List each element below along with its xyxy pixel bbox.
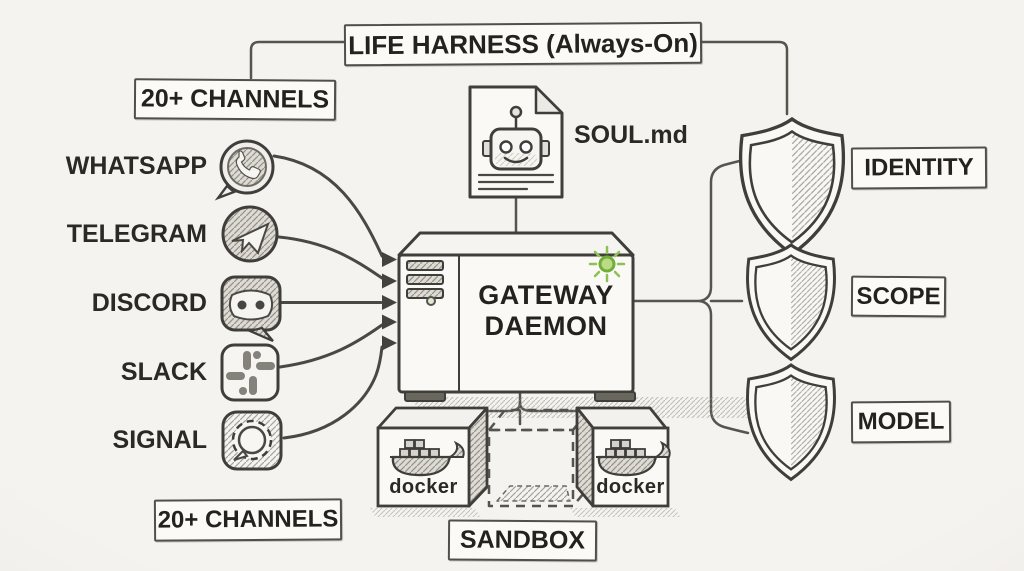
shield-icon xyxy=(738,117,846,256)
shield-icon xyxy=(745,363,837,481)
robot-icon xyxy=(482,105,550,171)
arrowhead-icon xyxy=(382,335,397,351)
server-vent-slots xyxy=(406,260,444,299)
channel-label-slack: SLACK xyxy=(120,358,207,386)
docker-cube-icon xyxy=(575,406,671,508)
green-led-icon xyxy=(588,245,626,283)
gateway-server xyxy=(397,231,636,402)
channels-badge-top: 20+ CHANNELS xyxy=(133,78,337,121)
shield-label-model-box: MODEL xyxy=(850,400,952,444)
shield-label-scope: SCOPE xyxy=(856,282,941,310)
arrowhead-icon xyxy=(382,252,397,267)
server-foot xyxy=(404,391,446,402)
ghost-cube-icon xyxy=(487,408,591,508)
shield-icon xyxy=(745,243,837,361)
document-text-lines xyxy=(477,173,555,191)
soul-file-label: SOUL.md xyxy=(574,121,688,149)
telegram-icon xyxy=(221,205,279,263)
brace-upper xyxy=(698,157,750,303)
docker-wordmark: docker xyxy=(389,476,458,498)
server-foot xyxy=(594,391,636,402)
sandbox-label-box: SANDBOX xyxy=(447,519,598,562)
small-led-icon xyxy=(426,296,436,306)
title-box: LIFE HARNESS (Always-On) xyxy=(343,21,703,67)
channel-arrow xyxy=(272,154,384,258)
signal-icon xyxy=(221,410,283,471)
whatsapp-icon xyxy=(214,139,275,201)
shield-label-scope-box: SCOPE xyxy=(850,275,947,318)
arrowhead-icon xyxy=(382,314,397,330)
connector-title-to-shields xyxy=(695,40,789,116)
cube-shadow xyxy=(570,508,680,517)
shield-label-model: MODEL xyxy=(857,407,945,436)
arrowhead-icon xyxy=(382,273,397,289)
channel-arrow xyxy=(282,345,384,440)
brace-lower xyxy=(698,299,750,435)
slack-icon xyxy=(220,343,280,402)
channel-label-whatsapp: WHATSAPP xyxy=(65,152,207,180)
channel-label-telegram: TELEGRAM xyxy=(66,220,207,248)
page-title: LIFE HARNESS (Always-On) xyxy=(348,27,698,60)
shield-label-identity: IDENTITY xyxy=(864,153,974,182)
cube-shadow xyxy=(370,508,480,517)
docker-wordmark: docker xyxy=(596,476,665,498)
channel-label-discord: DISCORD xyxy=(91,289,207,317)
discord-icon xyxy=(220,275,282,343)
soul-document-icon xyxy=(468,85,564,199)
gateway-label-line1: GATEWAY xyxy=(478,280,614,310)
shield-label-identity-box: IDENTITY xyxy=(850,146,988,190)
channels-badge-top-label: 20+ CHANNELS xyxy=(140,84,330,114)
channel-arrow xyxy=(278,323,384,369)
channels-badge-bottom: 20+ CHANNELS xyxy=(153,498,343,542)
gateway-daemon-label: GATEWAY DAEMON xyxy=(462,280,630,342)
channels-badge-bottom-label: 20+ CHANNELS xyxy=(157,505,339,534)
connector-title-to-channels xyxy=(249,40,348,80)
sandbox-label: SANDBOX xyxy=(459,525,586,555)
docker-cube-icon xyxy=(376,406,489,508)
channel-label-signal: SIGNAL xyxy=(112,426,207,454)
gateway-label-line2: DAEMON xyxy=(484,311,608,341)
channel-arrow xyxy=(277,235,384,280)
arrowhead-icon xyxy=(382,295,397,310)
